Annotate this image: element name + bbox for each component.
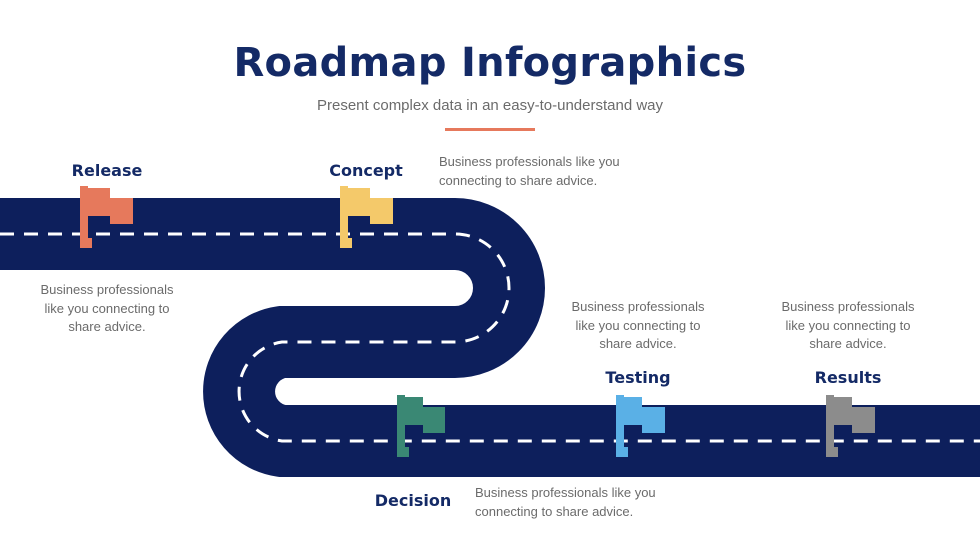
milestone-concept-label: Concept — [329, 161, 403, 180]
flag-icon — [80, 186, 133, 248]
milestone-testing-label: Testing — [605, 368, 671, 387]
flag-icon — [826, 395, 875, 457]
flag-icon — [340, 186, 393, 248]
milestone-decision-label: Decision — [374, 491, 452, 510]
milestone-release-description: Business professionals like you connecti… — [40, 282, 174, 334]
milestone-results-label: Results — [814, 368, 882, 387]
milestone-concept-description: Business professionals like you connecti… — [439, 154, 620, 188]
flag-icon — [616, 395, 665, 457]
road-center-line — [0, 232, 980, 443]
page-subtitle: Present complex data in an easy-to-under… — [316, 97, 664, 114]
milestone-decision-description: Business professionals like you connecti… — [475, 485, 656, 519]
flag-icon — [397, 395, 445, 457]
accent-divider — [445, 128, 535, 131]
page-title: Roadmap Infographics — [233, 40, 747, 86]
milestone-testing-description: Business professionals like you connecti… — [571, 299, 705, 351]
milestone-results-description: Business professionals like you connecti… — [781, 299, 915, 351]
milestone-release-label: Release — [71, 161, 143, 180]
flag-pole — [80, 186, 88, 248]
